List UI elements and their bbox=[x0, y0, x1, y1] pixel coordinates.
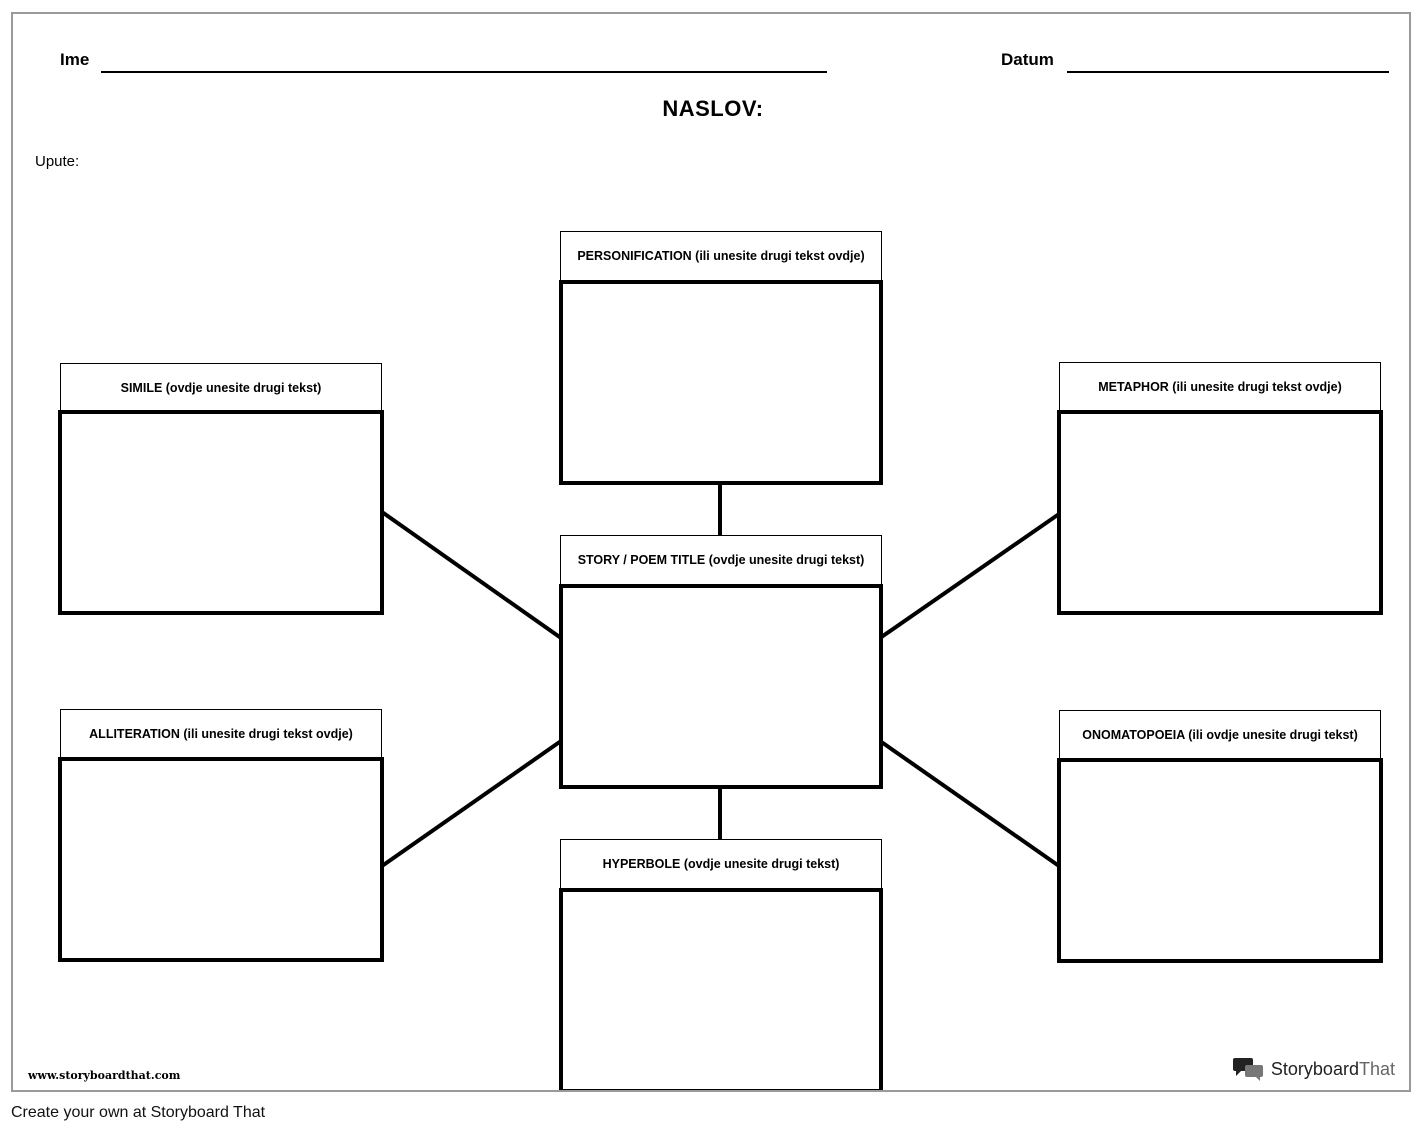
connector-simile bbox=[380, 510, 563, 640]
logo-text-suffix: That bbox=[1358, 1058, 1395, 1079]
hyperbole-header[interactable]: HYPERBOLE (ovdje unesite drugi tekst) bbox=[560, 839, 882, 889]
instructions-label: Upute: bbox=[35, 153, 80, 170]
date-label: Datum bbox=[1001, 50, 1054, 69]
name-line bbox=[101, 71, 827, 73]
metaphor-box[interactable] bbox=[1057, 410, 1383, 615]
logo-text-main: Storyboard bbox=[1270, 1058, 1359, 1079]
alliteration-header[interactable]: ALLITERATION (ili unesite drugi tekst ov… bbox=[60, 709, 382, 759]
simile-header[interactable]: SIMILE (ovdje unesite drugi tekst) bbox=[60, 363, 382, 413]
connector-metaphor bbox=[878, 512, 1061, 640]
connector-onomatopoeia bbox=[878, 739, 1061, 868]
storyboardthat-logo[interactable]: StoryboardThat bbox=[1232, 1056, 1395, 1082]
speech-bubbles-icon bbox=[1232, 1058, 1263, 1081]
personification-box[interactable] bbox=[559, 280, 883, 485]
connector-alliteration bbox=[380, 739, 563, 868]
metaphor-header[interactable]: METAPHOR (ili unesite drugi tekst ovdje) bbox=[1059, 362, 1381, 412]
footer-credit[interactable]: Create your own at Storyboard That bbox=[11, 1104, 266, 1121]
date-line bbox=[1067, 71, 1389, 73]
alliteration-box[interactable] bbox=[58, 757, 384, 962]
center-box[interactable] bbox=[559, 584, 883, 789]
onomatopoeia-header[interactable]: ONOMATOPOEIA (ili ovdje unesite drugi te… bbox=[1059, 710, 1381, 760]
simile-box[interactable] bbox=[58, 410, 384, 615]
worksheet: Ime Datum NASLOV: Upute: PERSONIFICATION… bbox=[11, 12, 1411, 1092]
name-label: Ime bbox=[60, 50, 90, 69]
page-title: NASLOV: bbox=[662, 96, 764, 121]
personification-header[interactable]: PERSONIFICATION (ili unesite drugi tekst… bbox=[560, 231, 882, 281]
center-header[interactable]: STORY / POEM TITLE (ovdje unesite drugi … bbox=[560, 535, 882, 585]
hyperbole-box[interactable] bbox=[559, 888, 883, 1090]
connector-lines bbox=[380, 484, 1061, 868]
onomatopoeia-box[interactable] bbox=[1057, 758, 1383, 963]
website-url[interactable]: www.storyboardthat.com bbox=[28, 1069, 181, 1082]
